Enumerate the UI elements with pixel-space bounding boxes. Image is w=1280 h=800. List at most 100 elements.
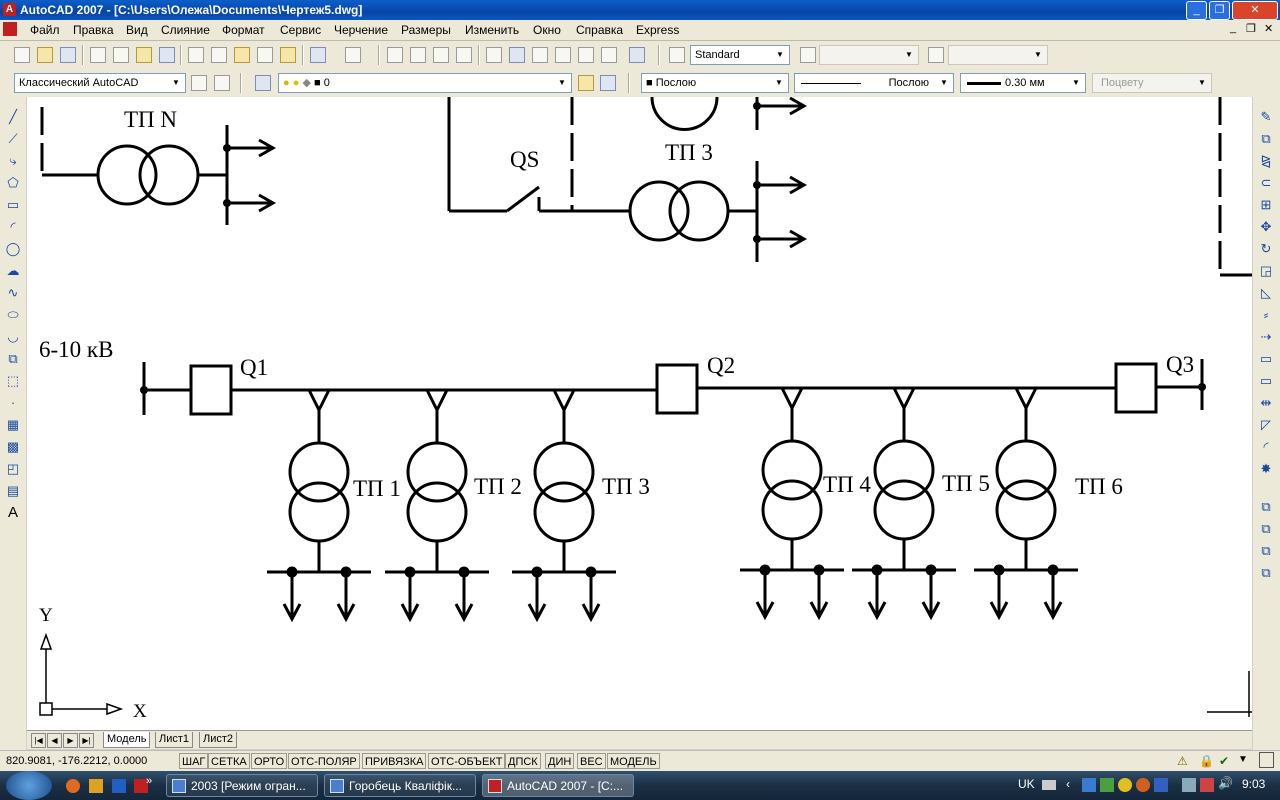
plot-preview-icon[interactable] bbox=[113, 47, 129, 63]
ellipse-arc-icon[interactable]: ◡ bbox=[7, 329, 19, 344]
draw-order-above-icon[interactable]: ⧉ bbox=[1261, 543, 1271, 558]
properties-icon[interactable] bbox=[486, 47, 502, 63]
menu-edit[interactable]: Правка bbox=[73, 23, 114, 37]
menu-draw[interactable]: Черчение bbox=[334, 23, 389, 37]
quicklaunch-browser-icon[interactable] bbox=[66, 779, 80, 793]
communication-center-icon[interactable]: ⚠ bbox=[1177, 754, 1188, 768]
region-icon[interactable]: ◰ bbox=[6, 461, 20, 476]
layer-previous-icon[interactable] bbox=[600, 75, 616, 91]
tray-app-icon[interactable] bbox=[1082, 778, 1096, 792]
ellipse-icon[interactable]: ⬭ bbox=[7, 307, 19, 322]
menu-file[interactable]: Файл bbox=[30, 23, 60, 37]
make-block-icon[interactable]: ⬚ bbox=[6, 373, 20, 388]
polygon-icon[interactable]: ⬠ bbox=[7, 175, 19, 190]
zoom-previous-icon[interactable] bbox=[456, 47, 472, 63]
menu-dimension[interactable]: Размеры bbox=[401, 23, 451, 37]
tray-app-icon[interactable] bbox=[1154, 778, 1168, 792]
draw-order-under-icon[interactable]: ⧉ bbox=[1261, 565, 1271, 580]
last-tab-icon[interactable]: ▶| bbox=[79, 733, 94, 748]
status-menu-icon[interactable]: ▼ bbox=[1238, 754, 1248, 765]
gradient-icon[interactable]: ▩ bbox=[6, 439, 20, 454]
quicklaunch-total-icon[interactable] bbox=[112, 779, 126, 793]
next-tab-icon[interactable]: ▶ bbox=[63, 733, 78, 748]
tray-app-icon[interactable] bbox=[1100, 778, 1114, 792]
extend-icon[interactable]: ⇢ bbox=[1260, 329, 1272, 344]
tray-app-icon[interactable] bbox=[1136, 778, 1150, 792]
fillet-icon[interactable]: ◜ bbox=[1263, 439, 1269, 454]
design-center-icon[interactable] bbox=[509, 47, 525, 63]
task-document[interactable]: Горобець Кваліфік... bbox=[324, 774, 476, 797]
open-icon[interactable] bbox=[37, 47, 53, 63]
circle-icon[interactable]: ◯ bbox=[5, 241, 21, 256]
tab-sheet1[interactable]: Лист1 bbox=[155, 732, 194, 748]
tab-model[interactable]: Модель bbox=[103, 732, 151, 748]
snap-toggle[interactable]: ШАГ bbox=[179, 753, 209, 769]
object-tracking-toggle[interactable]: ОТС-ОБЪЕКТ bbox=[428, 753, 506, 769]
table-style-icon[interactable] bbox=[928, 47, 944, 63]
linetype-select[interactable]: Послою▼ bbox=[794, 73, 954, 93]
object-snap-toggle[interactable]: ПРИВЯЗКА bbox=[362, 753, 427, 769]
arc-icon[interactable]: ◜ bbox=[10, 219, 16, 234]
quicklaunch-media-icon[interactable] bbox=[89, 779, 103, 793]
doc-minimize-button[interactable]: _ bbox=[1230, 22, 1237, 34]
explode-icon[interactable]: ✸ bbox=[1260, 461, 1272, 476]
lineweight-select[interactable]: 0.30 мм▼ bbox=[960, 73, 1086, 93]
toolbar-lock-icon[interactable]: 🔒 bbox=[1199, 754, 1214, 768]
stretch-icon[interactable]: ◺ bbox=[1261, 285, 1271, 300]
mirror-icon[interactable]: ⧎ bbox=[1260, 153, 1272, 168]
menu-help[interactable]: Справка bbox=[576, 23, 624, 37]
pan-icon[interactable] bbox=[387, 47, 403, 63]
dim-style-select[interactable]: ▼ bbox=[819, 45, 919, 65]
tab-sheet2[interactable]: Лист2 bbox=[199, 732, 238, 748]
undo-icon[interactable] bbox=[310, 47, 326, 63]
menu-modify[interactable]: Изменить bbox=[465, 23, 520, 37]
layer-manager-icon[interactable] bbox=[255, 75, 271, 91]
tool-palettes-icon[interactable] bbox=[532, 47, 548, 63]
rotate-icon[interactable]: ↻ bbox=[1260, 241, 1272, 256]
markup-icon[interactable] bbox=[578, 47, 594, 63]
workspace-select[interactable]: Классический AutoCAD▼ bbox=[14, 73, 186, 93]
trim-icon[interactable]: ⸗ bbox=[1263, 307, 1269, 322]
menu-express[interactable]: Express bbox=[636, 23, 680, 37]
menu-merge[interactable]: Слияние bbox=[161, 23, 210, 37]
grid-toggle[interactable]: СЕТКА bbox=[208, 753, 250, 769]
ortho-toggle[interactable]: ОРТО bbox=[251, 753, 288, 769]
network-icon[interactable] bbox=[1182, 778, 1196, 792]
array-icon[interactable]: ⊞ bbox=[1260, 197, 1272, 212]
menu-window[interactable]: Окно bbox=[533, 23, 561, 37]
publish-icon[interactable] bbox=[136, 47, 152, 63]
color-select[interactable]: ■ Послою▼ bbox=[641, 73, 789, 93]
menu-format[interactable]: Формат bbox=[222, 23, 265, 37]
multiline-text-icon[interactable]: A bbox=[7, 504, 18, 521]
tray-app-icon[interactable] bbox=[1118, 778, 1132, 792]
point-icon[interactable]: · bbox=[10, 395, 16, 410]
erase-icon[interactable]: ✎ bbox=[1260, 109, 1272, 124]
model-space-toggle[interactable]: МОДЕЛЬ bbox=[607, 753, 660, 769]
move-icon[interactable]: ✥ bbox=[1260, 219, 1272, 234]
make-current-layer-icon[interactable] bbox=[578, 75, 594, 91]
save-icon[interactable] bbox=[60, 47, 76, 63]
clock[interactable]: 9:03 bbox=[1242, 777, 1266, 791]
drawing-area[interactable]: ТП N QS ТП 3 6-10 кВ Q1 Q2 Q3 ТП 1 ТП 2 … bbox=[27, 96, 1252, 730]
scale-icon[interactable]: ◲ bbox=[1259, 263, 1273, 278]
document-icon[interactable] bbox=[3, 22, 17, 36]
3d-dwf-icon[interactable] bbox=[159, 47, 175, 63]
task-word-2003[interactable]: 2003 [Режим огран... bbox=[166, 774, 318, 797]
copy-object-icon[interactable]: ⧉ bbox=[1261, 131, 1271, 146]
doc-restore-button[interactable]: ❐ bbox=[1246, 23, 1256, 35]
print-icon[interactable] bbox=[90, 47, 106, 63]
paste-icon[interactable] bbox=[234, 47, 250, 63]
clean-screen-icon[interactable] bbox=[1259, 752, 1274, 768]
start-button[interactable] bbox=[6, 771, 52, 800]
construction-line-icon[interactable]: ⟋ bbox=[8, 131, 18, 146]
break-icon[interactable]: ▭ bbox=[1259, 373, 1273, 388]
match-properties-icon[interactable] bbox=[257, 47, 273, 63]
hatch-icon[interactable]: ▦ bbox=[6, 417, 20, 432]
dim-style-icon[interactable] bbox=[800, 47, 816, 63]
polar-tracking-toggle[interactable]: ОТС-ПОЛЯР bbox=[288, 753, 360, 769]
sheet-set-icon[interactable] bbox=[555, 47, 571, 63]
zoom-window-icon[interactable] bbox=[433, 47, 449, 63]
insert-block-icon[interactable]: ⧉ bbox=[8, 351, 18, 366]
draw-order-back-icon[interactable]: ⧉ bbox=[1261, 521, 1271, 536]
first-tab-icon[interactable]: |◀ bbox=[31, 733, 46, 748]
